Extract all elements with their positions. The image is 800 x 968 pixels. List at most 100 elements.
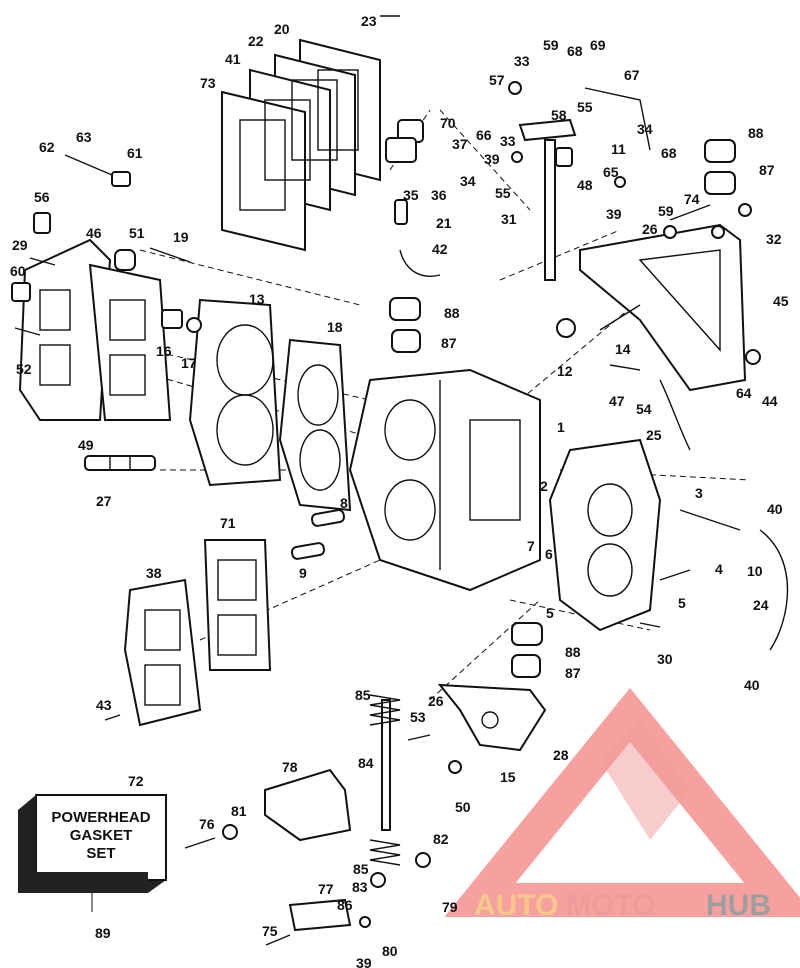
callout-54: 54 [636,401,652,417]
callout-45: 45 [773,293,789,309]
callout-82: 82 [433,831,449,847]
callout-49: 49 [78,437,94,453]
callout-12: 12 [557,363,573,379]
callout-26: 26 [642,221,658,237]
callout-29: 29 [12,237,28,253]
callout-68: 68 [661,145,677,161]
callout-24: 24 [753,597,769,613]
callout-89: 89 [95,925,111,941]
callout-39: 39 [484,151,500,167]
linkage-parts [11,87,651,329]
callout-81: 81 [231,803,247,819]
watermark-text: AUTO MOTO HUB [474,889,771,922]
watermark-moto: MOTO [566,889,655,922]
callout-37: 37 [452,136,468,152]
callout-4: 4 [715,561,723,577]
callout-25: 25 [646,427,662,443]
callout-57: 57 [489,72,505,88]
callout-51: 51 [129,225,145,241]
callout-15: 15 [500,769,516,785]
throttle-shaft [518,118,577,281]
callout-73: 73 [200,75,216,91]
callout-83: 83 [352,879,368,895]
callout-17: 17 [181,355,197,371]
callout-42: 42 [432,241,448,257]
callout-56: 56 [34,189,50,205]
gasket-box-line2: GASKET [70,827,133,844]
callout-39: 39 [606,206,622,222]
bracket [579,223,747,392]
callout-88: 88 [748,125,764,141]
callout-58: 58 [551,107,567,123]
gasket-box-line1: POWERHEAD [51,809,150,826]
callout-28: 28 [553,747,569,763]
callout-34: 34 [460,173,476,189]
callout-88: 88 [444,305,460,321]
callout-33: 33 [514,53,530,69]
callout-68: 68 [567,43,583,59]
bolts [14,15,741,946]
callout-74: 74 [684,191,700,207]
callout-55: 55 [577,99,593,115]
callout-10: 10 [747,563,763,579]
callout-50: 50 [455,799,471,815]
callout-66: 66 [476,127,492,143]
callout-70: 70 [440,115,456,131]
callout-46: 46 [86,225,102,241]
callout-76: 76 [199,816,215,832]
dowel-pins [290,509,346,560]
callout-67: 67 [624,67,640,83]
spring-shaft [369,694,401,866]
callout-85: 85 [355,687,371,703]
callout-79: 79 [442,899,458,915]
callout-7: 7 [527,538,535,554]
gasket-set-box: POWERHEAD GASKET SET [18,794,167,912]
callout-43: 43 [96,697,112,713]
exhaust-cover-plates [221,38,381,252]
callout-33: 33 [500,133,516,149]
callout-23: 23 [361,13,377,29]
callout-32: 32 [766,231,782,247]
callout-20: 20 [274,21,290,37]
callout-21: 21 [436,215,452,231]
callout-31: 31 [501,211,517,227]
ground-wire [659,379,691,451]
callout-5: 5 [678,595,686,611]
callout-64: 64 [736,385,752,401]
callout-39: 39 [356,955,372,968]
callout-38: 38 [146,565,162,581]
cylinder-block [348,368,541,592]
mount-bracket [264,768,352,842]
callout-72: 72 [128,773,144,789]
callout-19: 19 [173,229,189,245]
watermark-auto: AUTO [474,889,558,922]
fuel-hose [399,249,441,277]
exhaust-cover [123,539,272,727]
spark-plug [84,455,156,471]
callout-75: 75 [262,923,278,939]
washers [186,81,761,928]
callout-78: 78 [282,759,298,775]
callout-5: 5 [546,605,554,621]
callout-16: 16 [156,343,172,359]
callout-77: 77 [318,881,334,897]
callout-44: 44 [762,393,778,409]
watermark-logo [444,688,800,917]
callout-48: 48 [577,177,593,193]
callout-52: 52 [16,361,32,377]
callout-88: 88 [565,644,581,660]
callout-40: 40 [744,677,760,693]
callout-13: 13 [249,291,265,307]
callout-87: 87 [759,162,775,178]
callout-47: 47 [609,393,625,409]
callout-22: 22 [248,33,264,49]
watermark-hub: HUB [706,889,771,922]
callout-59: 59 [658,203,674,219]
gasket-box-line3: SET [86,845,115,862]
cylinder-head [188,298,282,487]
callout-53: 53 [410,709,426,725]
callout-63: 63 [76,129,92,145]
callout-34: 34 [637,121,653,137]
